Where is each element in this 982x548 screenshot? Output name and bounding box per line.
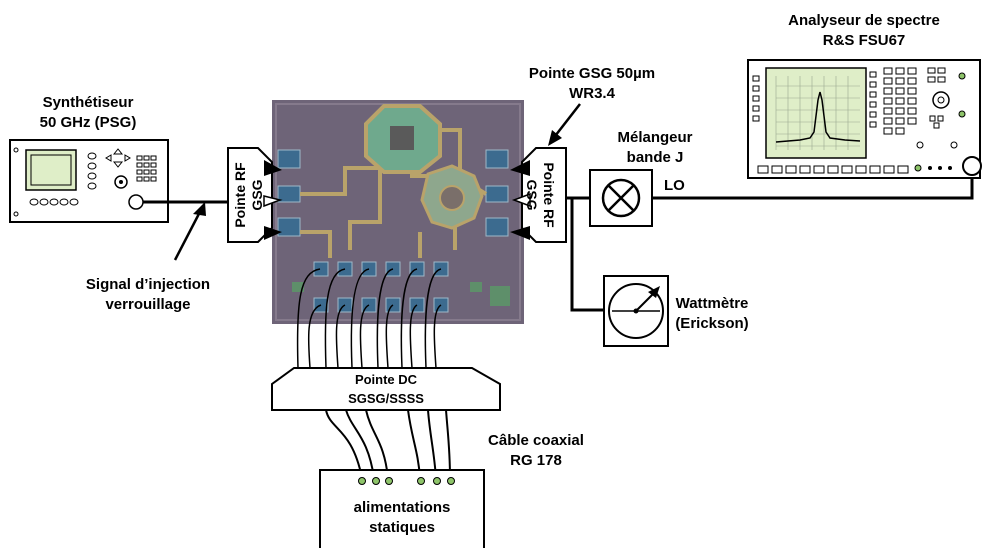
gsg-probe-label-line2: WR3.4 xyxy=(569,85,616,102)
chip-die xyxy=(272,100,524,324)
mixer-label-line1: Mélangeur xyxy=(617,129,692,146)
wattmeter-label-line1: Wattmètre xyxy=(676,295,749,312)
analyzer-label-line1: Analyseur de spectre xyxy=(788,12,940,29)
injection-label-line1: Signal d’injection xyxy=(86,276,210,293)
right-probe-label-line1: Pointe RF xyxy=(541,162,557,228)
wattmeter xyxy=(604,276,668,346)
right-probe-label-line2: GSG xyxy=(524,179,540,210)
supplies-label-line2: statiques xyxy=(369,519,435,536)
dc-probe-label-line1: Pointe DC xyxy=(355,372,418,387)
gsg-probe-label-line1: Pointe GSG 50µm xyxy=(529,65,655,82)
mixer-to-analyzer-cable xyxy=(652,176,972,198)
supplies-label-line1: alimentations xyxy=(354,499,451,516)
cable-label-line1: Câble coaxial xyxy=(488,432,584,449)
synthesizer-instrument xyxy=(10,140,168,222)
cable-label-line2: RG 178 xyxy=(510,452,562,469)
injection-label-line2: verrouillage xyxy=(105,296,190,313)
synth-label-line2: 50 GHz (PSG) xyxy=(40,114,137,131)
left-probe-label-line2: GSG xyxy=(249,179,265,210)
wattmeter-label-line2: (Erickson) xyxy=(675,315,748,332)
mixer-label-line2: bande J xyxy=(627,149,684,166)
left-probe-label-line1: Pointe RF xyxy=(232,162,248,228)
spectrum-analyzer xyxy=(748,60,981,178)
mixer xyxy=(590,170,652,226)
lo-label: LO xyxy=(664,177,685,194)
dc-probe-label-line2: SGSG/SSSS xyxy=(348,391,424,406)
analyzer-label-line2: R&S FSU67 xyxy=(823,32,906,49)
coax-cables xyxy=(326,410,450,478)
synth-label-line1: Synthétiseur xyxy=(43,94,134,111)
